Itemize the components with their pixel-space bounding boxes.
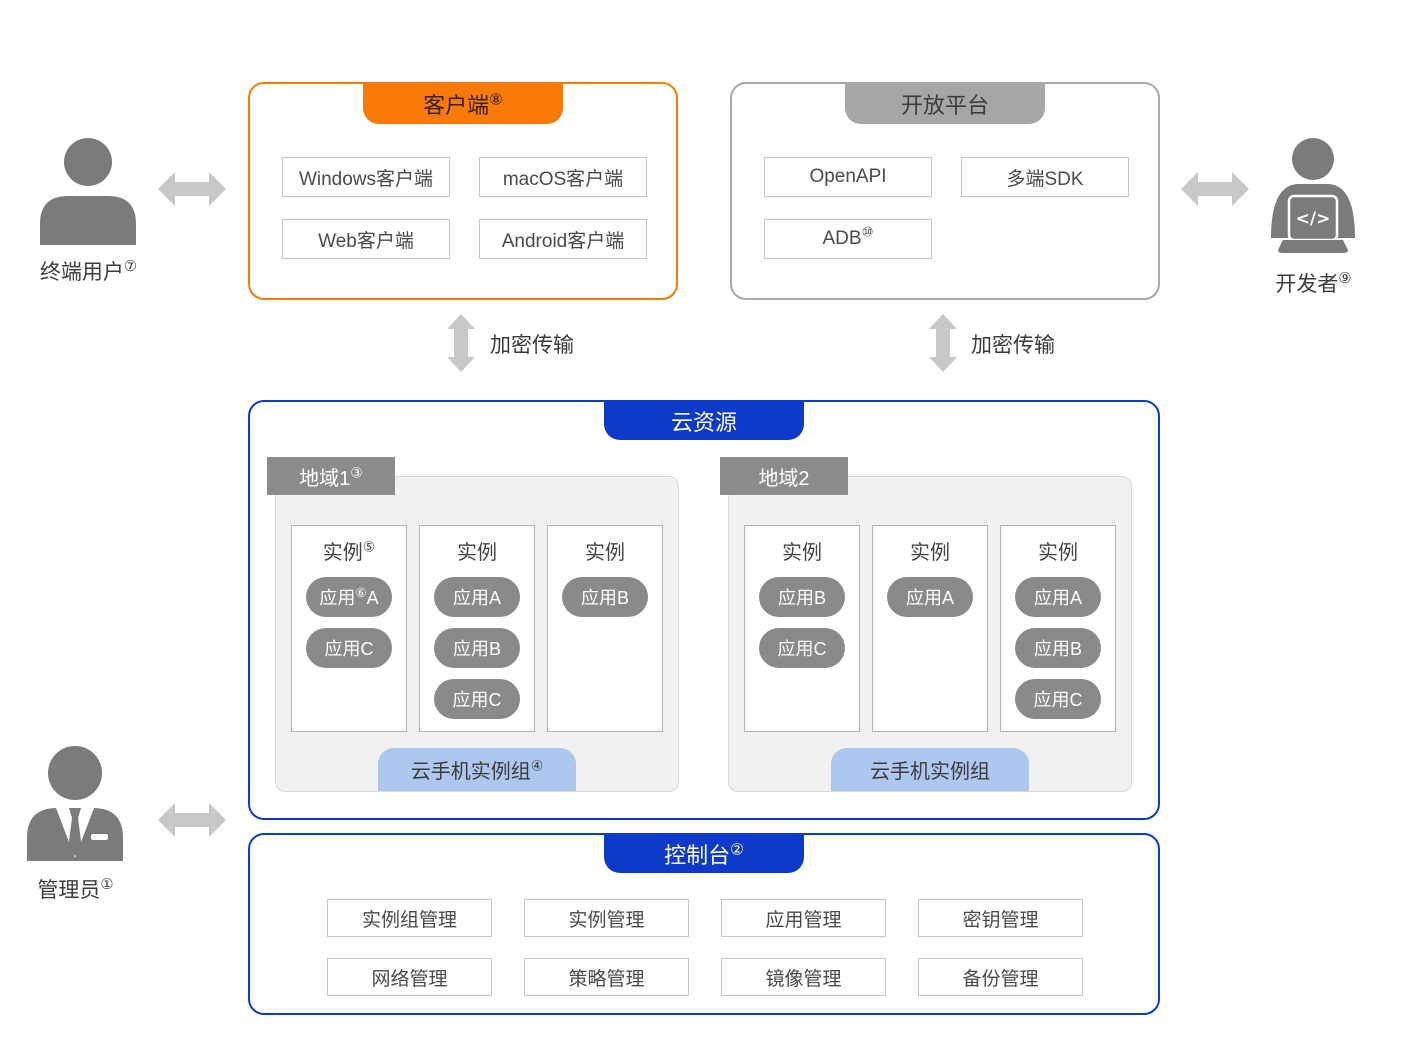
bidirectional-arrow-icon [158, 172, 226, 206]
encrypted-transfer-arrow-icon [447, 314, 475, 372]
instance-group-tab: 云手机实例组④ [378, 748, 576, 791]
client-item: Android客户端 [479, 219, 647, 259]
instance-title: 实例⑤ [322, 537, 376, 564]
client-item: macOS客户端 [479, 157, 647, 197]
admin-icon [27, 746, 123, 861]
cloud-resources-box: 云资源 地域1③ 实例⑤ 应用⑥A 应用C 实例应用A 应用B 应用C 实例应用B 云手机实… [248, 400, 1160, 820]
app-pill: 应用A [1015, 577, 1101, 617]
console-box: 控制台② 实例组管理实例管理应用管理密钥管理网络管理策略管理镜像管理备份管理 [248, 833, 1160, 1015]
instance-title: 实例 [585, 541, 625, 564]
bidirectional-arrow-icon [1181, 172, 1249, 206]
open-platform-box: 开放平台 OpenAPI 多端SDK ADB⑩ [730, 82, 1160, 300]
instance-title: 实例 [782, 541, 822, 564]
app-pill: 应用B [1015, 628, 1101, 668]
instance-group-tab: 云手机实例组 [831, 748, 1029, 791]
instance-title: 实例 [457, 541, 497, 564]
platform-item: 多端SDK [961, 157, 1129, 197]
console-item: 应用管理 [721, 899, 886, 937]
instance-box: 实例应用B 应用C [744, 525, 860, 732]
instance-title: 实例 [910, 541, 950, 564]
app-pill: 应用C [759, 628, 845, 668]
app-pill: 应用C [1015, 679, 1101, 719]
app-pill: 应用C [306, 628, 392, 668]
developer-icon: </> [1271, 138, 1355, 253]
app-pill: 应用B [434, 628, 520, 668]
app-pill: 应用A [887, 577, 973, 617]
console-items: 实例组管理实例管理应用管理密钥管理网络管理策略管理镜像管理备份管理 [327, 899, 1083, 996]
end-user-label: 终端用户⑦ [39, 259, 138, 284]
app-pill: 应用C [434, 679, 520, 719]
instance-box: 实例应用A 应用B 应用C [419, 525, 535, 732]
encrypted-transfer-label: 加密传输 [971, 334, 1055, 357]
platform-item: ADB⑩ [764, 219, 932, 259]
encrypted-transfer-arrow-icon [929, 314, 957, 372]
bidirectional-arrow-icon [158, 803, 226, 837]
console-item: 密钥管理 [918, 899, 1083, 937]
cloud-resources-tab: 云资源 [604, 402, 804, 440]
region-tab: 地域1③ [267, 457, 395, 495]
app-pill: 应用B [759, 577, 845, 617]
developer-label: 开发者⑨ [1275, 271, 1352, 296]
region-tab: 地域2 [720, 457, 848, 495]
client-item: Windows客户端 [282, 157, 450, 197]
instance-box: 实例⑤ 应用⑥A 应用C [291, 525, 407, 732]
console-item: 网络管理 [327, 958, 492, 996]
encrypted-transfer-label: 加密传输 [490, 334, 574, 357]
console-item: 备份管理 [918, 958, 1083, 996]
console-item: 实例组管理 [327, 899, 492, 937]
admin-label: 管理员① [37, 877, 114, 902]
platform-item: OpenAPI [764, 157, 932, 197]
console-tab: 控制台② [604, 835, 804, 873]
client-box-tab: 客户端⑧ [363, 84, 563, 124]
instance-box: 实例应用A 应用B 应用C [1000, 525, 1116, 732]
instance-box: 实例应用A [872, 525, 988, 732]
client-box: 客户端⑧ Windows客户端 macOS客户端 Web客户端 Android客户端 [248, 82, 678, 300]
app-pill: 应用A [434, 577, 520, 617]
app-pill: 应用B [562, 577, 648, 617]
instance-title: 实例 [1038, 541, 1078, 564]
console-item: 策略管理 [524, 958, 689, 996]
open-platform-items: OpenAPI 多端SDK ADB⑩ [764, 157, 1129, 259]
console-item: 镜像管理 [721, 958, 886, 996]
client-item: Web客户端 [282, 219, 450, 259]
region-body: 实例⑤ 应用⑥A 应用C 实例应用A 应用B 应用C 实例应用B 云手机实例组④ [275, 476, 679, 792]
open-platform-tab: 开放平台 [845, 84, 1045, 124]
svg-text:</>: </> [1296, 209, 1331, 229]
app-pill: 应用⑥A [306, 577, 392, 617]
region-1: 地域1③ 实例⑤ 应用⑥A 应用C 实例应用A 应用B 应用C 实例应用B 云手机实例组④ [267, 457, 679, 792]
instance-box: 实例应用B [547, 525, 663, 732]
client-items: Windows客户端 macOS客户端 Web客户端 Android客户端 [282, 157, 647, 259]
end-user-icon [40, 138, 136, 245]
console-item: 实例管理 [524, 899, 689, 937]
instance-row: 实例⑤ 应用⑥A 应用C 实例应用A 应用B 应用C 实例应用B [291, 525, 663, 732]
